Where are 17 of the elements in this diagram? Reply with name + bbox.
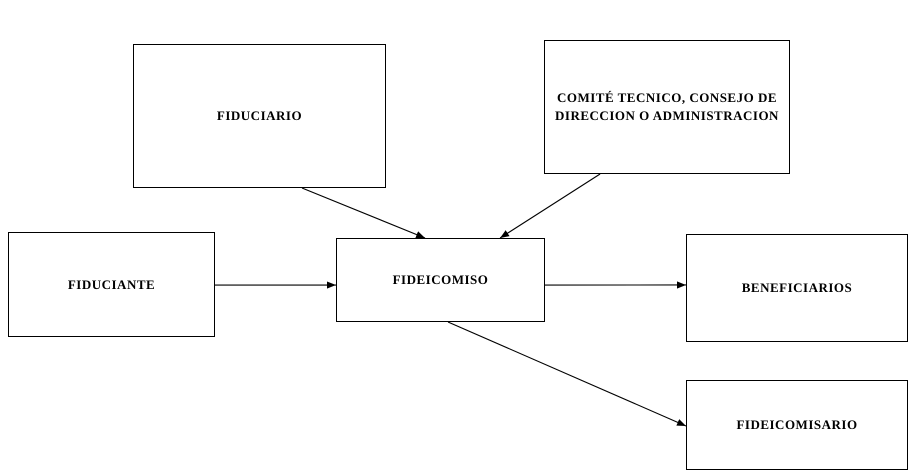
node-label: FIDEICOMISARIO xyxy=(736,416,858,434)
process-box xyxy=(686,234,908,342)
arrow xyxy=(302,188,426,238)
node-label: FIDUCIARIO xyxy=(216,107,302,125)
node-label: COMITÉ TECNICO, CONSEJO DE DIRECCION O ADMINISTRACION xyxy=(554,89,780,125)
arrow xyxy=(215,281,336,289)
process-box xyxy=(686,380,908,470)
process-box xyxy=(336,238,545,322)
process-box xyxy=(544,40,790,174)
arrow xyxy=(545,281,686,289)
node-label: BENEFICIARIOS xyxy=(742,279,852,297)
node-label: FIDUCIANTE xyxy=(68,276,156,294)
node-label: FIDEICOMISO xyxy=(392,271,488,289)
arrow xyxy=(448,322,686,426)
process-box xyxy=(8,232,215,337)
process-box xyxy=(133,44,386,188)
arrow xyxy=(500,174,600,238)
